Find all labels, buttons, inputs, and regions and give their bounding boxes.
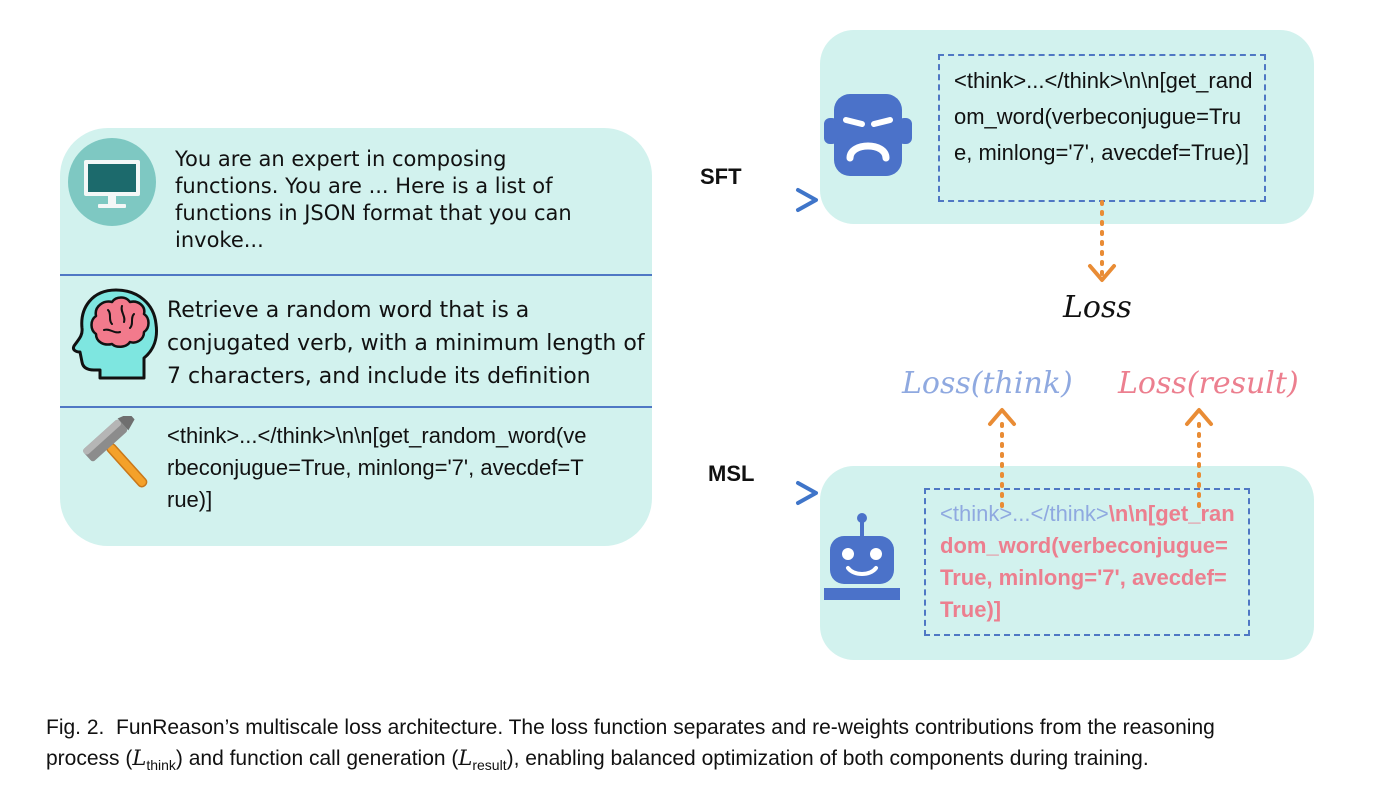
msl-output-box [924, 488, 1250, 636]
caption-line-2: process (Lthink) and function call gener… [46, 743, 1346, 781]
loss-result-label: Loss(result) [1118, 366, 1299, 401]
panel-divider [60, 274, 652, 276]
msl-output-think: <think>...</think> [940, 501, 1109, 526]
msl-output-panel [820, 466, 1314, 660]
caption-line-1: Fig. 2. FunReason’s multiscale loss arch… [46, 712, 1346, 743]
msl-result-loss-arrow [1185, 408, 1213, 508]
sft-arrow-label: SFT [700, 164, 742, 189]
panel-divider [60, 406, 652, 408]
target-output-text: <think>...</think>\n\n[get_random_word(v… [167, 423, 587, 512]
sft-loss-arrow [1088, 200, 1116, 282]
sft-loss-label: Loss [1063, 290, 1132, 325]
system-prompt-text: You are an expert in composing functions… [175, 147, 572, 252]
caption-text-2a: process ( [46, 747, 133, 770]
hammer-icon [83, 416, 148, 488]
caption-text-1: FunReason’s multiscale loss architecture… [116, 716, 1215, 739]
l-think-symbol: L [132, 746, 147, 770]
sad-robot-icon [824, 94, 912, 176]
result-subscript: result [472, 757, 507, 774]
input-panel [60, 128, 652, 546]
l-result-symbol: L [458, 746, 473, 770]
caption-prefix: Fig. 2. [46, 716, 105, 739]
loss-think-label: Loss(think) [902, 366, 1073, 401]
head-brain-icon [72, 288, 158, 380]
user-query-text: Retrieve a random word that is a conjuga… [167, 298, 645, 389]
sft-output-text: <think>...</think>\n\n[get_random_word(v… [954, 68, 1253, 165]
msl-think-loss-arrow [988, 408, 1016, 508]
caption-text-2c: ), enabling balanced optimization of bot… [506, 747, 1149, 770]
computer-monitor-icon [68, 138, 156, 226]
msl-output-text: <think>...</think>\n\n[get_random_word(v… [940, 498, 1240, 626]
think-subscript: think [146, 757, 176, 774]
msl-output-result: \n\n[get_random_word(verbeconjugue=True,… [940, 501, 1235, 622]
caption-text-2b: ) and function call generation ( [175, 747, 459, 770]
training-arrows [650, 188, 818, 505]
happy-robot-icon [824, 513, 900, 600]
msl-arrow-label: MSL [708, 461, 755, 486]
figure-caption: Fig. 2. FunReason’s multiscale loss arch… [46, 712, 1346, 781]
